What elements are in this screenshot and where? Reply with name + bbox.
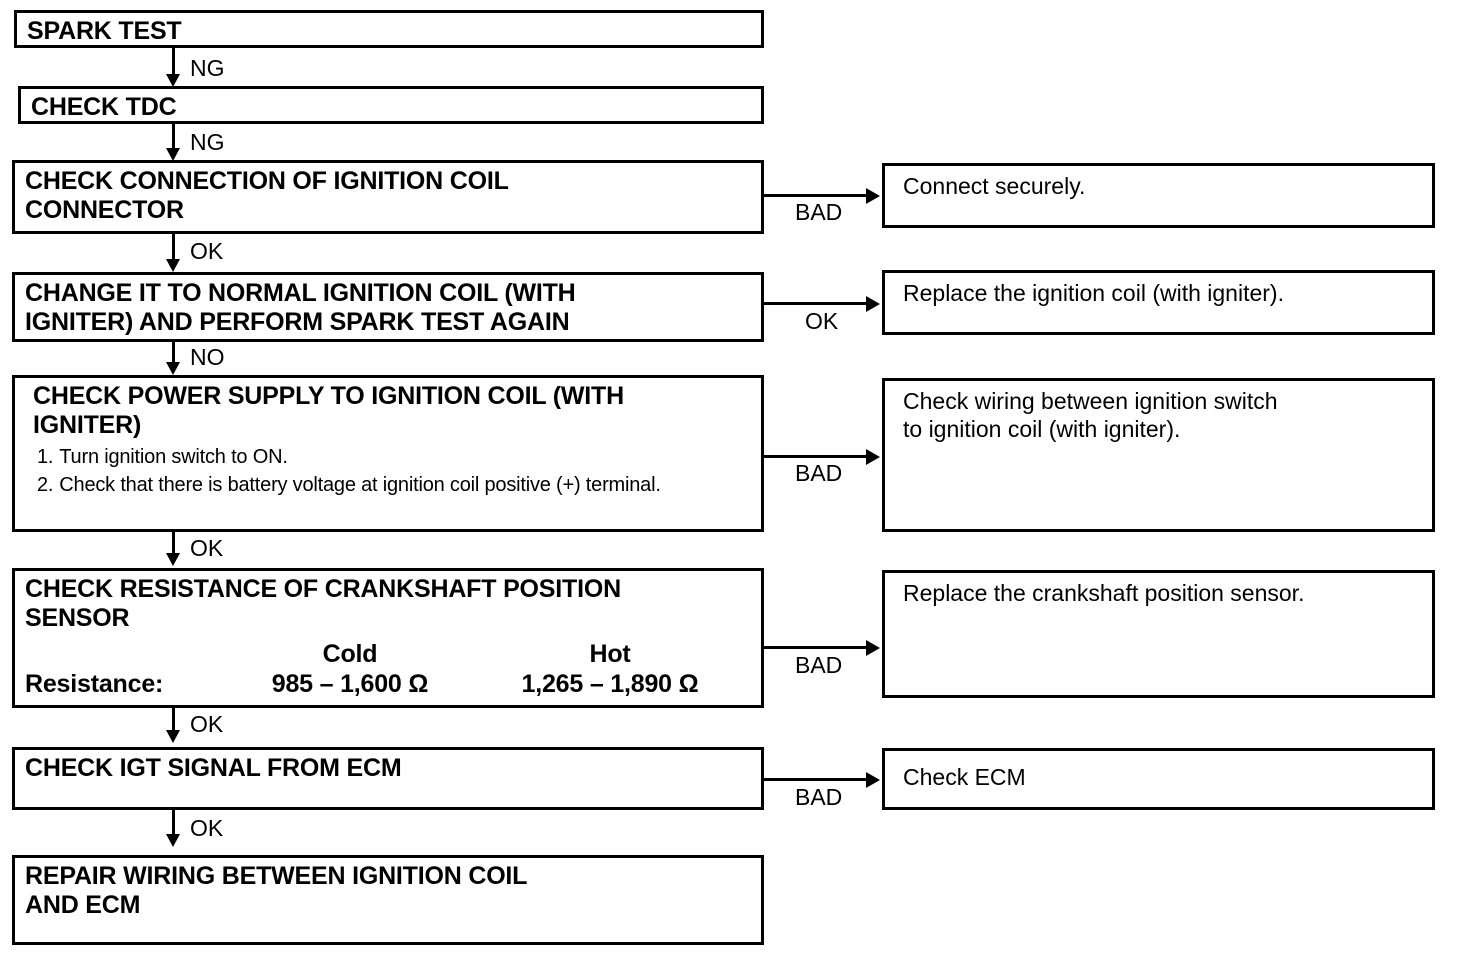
arrowhead-resistance-branch <box>866 640 880 656</box>
resistance-row-label: Resistance: <box>25 670 164 698</box>
edge-label-connection-to-change: OK <box>190 238 224 264</box>
step-label-check-connection-line1: CHECK CONNECTION OF IGNITION COIL <box>25 167 509 195</box>
edge-label-resistance-to-igt: OK <box>190 711 224 737</box>
resistance-value-hot: 1,265 – 1,890 Ω <box>521 670 699 698</box>
arrowhead-change-branch <box>866 296 880 312</box>
step-box-check-resistance[interactable]: CHECK RESISTANCE OF CRANKSHAFT POSITION … <box>12 568 764 708</box>
connector-power-branch <box>764 455 868 458</box>
step-box-change-coil[interactable]: CHANGE IT TO NORMAL IGNITION COIL (WITH … <box>12 272 764 342</box>
arrowhead-spark-to-tdc <box>166 74 180 87</box>
step-box-check-igt-signal[interactable]: CHECK IGT SIGNAL FROM ECM <box>12 747 764 810</box>
edge-label-tdc-to-connection: NG <box>190 129 225 155</box>
arrowhead-power-to-resistance <box>166 553 180 566</box>
action-label-check-ecm: Check ECM <box>903 764 1026 790</box>
action-box-replace-crank-sensor[interactable]: Replace the crankshaft position sensor. <box>882 570 1435 698</box>
connector-igt-to-repair <box>172 810 175 838</box>
edge-label-power-branch: BAD <box>795 460 843 486</box>
arrowhead-igt-branch <box>866 772 880 788</box>
step-box-spark-test[interactable]: SPARK TEST <box>14 10 764 48</box>
action-label-connect-securely: Connect securely. <box>903 173 1086 199</box>
edge-label-resistance-branch: BAD <box>795 652 843 678</box>
instruction-item: 2. Check that there is battery voltage a… <box>37 473 755 498</box>
step-box-check-connection[interactable]: CHECK CONNECTION OF IGNITION COIL CONNEC… <box>12 160 764 234</box>
resistance-col-hot-header: Hot <box>589 640 631 668</box>
resistance-table: Cold Hot Resistance: 985 – 1,600 Ω 1,265… <box>15 639 761 699</box>
instruction-item: 1. Turn ignition switch to ON. <box>37 445 755 470</box>
arrowhead-power-branch <box>866 449 880 465</box>
resistance-header-row: Cold Hot <box>15 639 761 669</box>
connector-resistance-branch <box>764 646 868 649</box>
connector-connection-branch <box>764 194 868 197</box>
connector-change-to-power <box>172 342 175 365</box>
connector-spark-to-tdc <box>172 48 175 78</box>
step-label-check-power-line2: IGNITER) <box>33 411 142 439</box>
connector-change-branch <box>764 302 868 305</box>
resistance-value-row: Resistance: 985 – 1,600 Ω 1,265 – 1,890 … <box>15 669 761 699</box>
edge-label-change-branch: OK <box>805 308 839 334</box>
step-label-check-power-line1: CHECK POWER SUPPLY TO IGNITION COIL (WIT… <box>33 382 624 410</box>
instruction-list: 1. Turn ignition switch to ON. 2. Check … <box>15 440 761 498</box>
connector-igt-branch <box>764 778 868 781</box>
action-label-check-wiring-line1: Check wiring between ignition switch <box>903 388 1278 414</box>
instruction-text: Turn ignition switch to ON. <box>59 446 288 468</box>
resistance-col-cold-header: Cold <box>322 640 378 668</box>
action-label-replace-crank-sensor: Replace the crankshaft position sensor. <box>903 580 1305 606</box>
instruction-text: Check that there is battery voltage at i… <box>59 474 661 496</box>
action-box-check-ecm[interactable]: Check ECM <box>882 748 1435 810</box>
edge-label-power-to-resistance: OK <box>190 535 224 561</box>
step-label-repair-wiring-line2: AND ECM <box>25 891 141 919</box>
step-box-repair-wiring[interactable]: REPAIR WIRING BETWEEN IGNITION COIL AND … <box>12 855 764 945</box>
edge-label-igt-branch: BAD <box>795 784 843 810</box>
action-box-connect-securely[interactable]: Connect securely. <box>882 163 1435 228</box>
instruction-number: 1. <box>37 446 54 468</box>
arrowhead-resistance-to-igt <box>166 730 180 743</box>
step-label-change-coil-line2: IGNITER) AND PERFORM SPARK TEST AGAIN <box>25 308 570 336</box>
connector-tdc-to-connection <box>172 124 175 152</box>
edge-label-connection-branch: BAD <box>795 199 843 225</box>
step-label-check-resistance-line2: SENSOR <box>25 604 130 632</box>
arrowhead-change-to-power <box>166 362 180 375</box>
arrowhead-connection-to-change <box>166 259 180 272</box>
connector-connection-to-change <box>172 234 175 262</box>
step-label-repair-wiring-line1: REPAIR WIRING BETWEEN IGNITION COIL <box>25 862 528 890</box>
step-label-check-igt-signal: CHECK IGT SIGNAL FROM ECM <box>25 754 402 782</box>
step-label-check-connection-line2: CONNECTOR <box>25 196 184 224</box>
arrowhead-connection-branch <box>866 188 880 204</box>
step-box-check-tdc[interactable]: CHECK TDC <box>18 86 764 124</box>
connector-power-to-resistance <box>172 532 175 556</box>
action-label-replace-ignition-coil: Replace the ignition coil (with igniter)… <box>903 280 1284 306</box>
connector-resistance-to-igt <box>172 708 175 733</box>
action-box-replace-ignition-coil[interactable]: Replace the ignition coil (with igniter)… <box>882 270 1435 335</box>
action-label-check-wiring-line2: to ignition coil (with igniter). <box>903 416 1181 442</box>
resistance-value-cold: 985 – 1,600 Ω <box>271 670 429 698</box>
edge-label-change-to-power: NO <box>190 344 225 370</box>
instruction-number: 2. <box>37 474 54 496</box>
step-box-check-power-supply[interactable]: CHECK POWER SUPPLY TO IGNITION COIL (WIT… <box>12 375 764 532</box>
action-box-check-wiring[interactable]: Check wiring between ignition switch to … <box>882 378 1435 532</box>
step-label-check-resistance-line1: CHECK RESISTANCE OF CRANKSHAFT POSITION <box>25 575 621 603</box>
step-label-change-coil-line1: CHANGE IT TO NORMAL IGNITION COIL (WITH <box>25 279 576 307</box>
arrowhead-tdc-to-connection <box>166 148 180 161</box>
step-label-check-tdc: CHECK TDC <box>31 93 177 121</box>
edge-label-igt-to-repair: OK <box>190 815 224 841</box>
step-label-spark-test: SPARK TEST <box>27 17 182 45</box>
edge-label-spark-to-tdc: NG <box>190 55 225 81</box>
arrowhead-igt-to-repair <box>166 834 180 847</box>
